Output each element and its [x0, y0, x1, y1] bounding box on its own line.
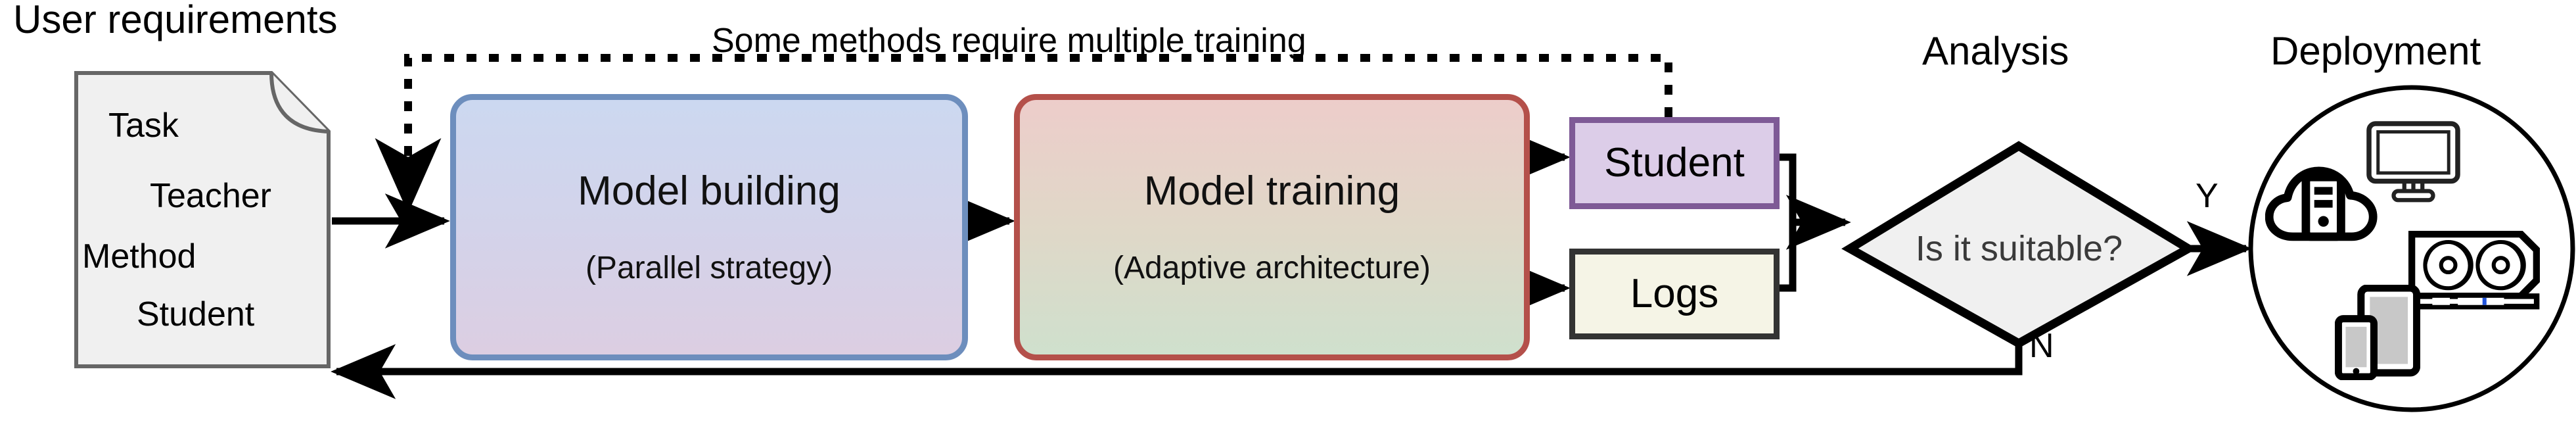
document-shape [74, 71, 331, 368]
label-analysis: Analysis [1922, 29, 2069, 73]
user-requirements-document[interactable]: Task Teacher Method Student [74, 71, 331, 368]
edge-decision-no [331, 343, 2023, 399]
gpu-card-icon [2408, 231, 2540, 310]
tablet-phone-icon [2335, 285, 2420, 380]
node-student[interactable]: Student [1569, 117, 1780, 209]
node-model-building[interactable]: Model building (Parallel strategy) [450, 94, 968, 360]
decision-label: Is it suitable? [1915, 229, 2123, 268]
model-training-title: Model training [1143, 168, 1400, 214]
label-deployment: Deployment [2270, 29, 2481, 73]
cloud-server-icon [2265, 166, 2378, 241]
edge-dotted-multiple-training [375, 54, 1672, 213]
monitor-icon [2366, 121, 2460, 203]
node-model-training[interactable]: Model training (Adaptive architecture) [1014, 94, 1530, 360]
doc-item-teacher: Teacher [150, 177, 271, 215]
node-logs[interactable]: Logs [1569, 249, 1780, 339]
doc-item-method: Method [82, 237, 196, 276]
logs-label: Logs [1630, 271, 1719, 316]
model-training-subtitle: (Adaptive architecture) [1113, 250, 1431, 285]
deployment-node[interactable] [2251, 87, 2573, 410]
doc-item-task: Task [108, 107, 179, 145]
annotation-multiple-training: Some methods require multiple training [712, 22, 1306, 60]
model-building-subtitle: (Parallel strategy) [585, 250, 833, 285]
doc-item-student: Student [137, 295, 255, 333]
branch-label-yes: Y [2196, 177, 2219, 215]
label-user-requirements: User requirements [13, 0, 338, 41]
branch-label-no: N [2029, 327, 2054, 365]
model-building-title: Model building [578, 168, 840, 214]
student-label: Student [1604, 140, 1745, 185]
